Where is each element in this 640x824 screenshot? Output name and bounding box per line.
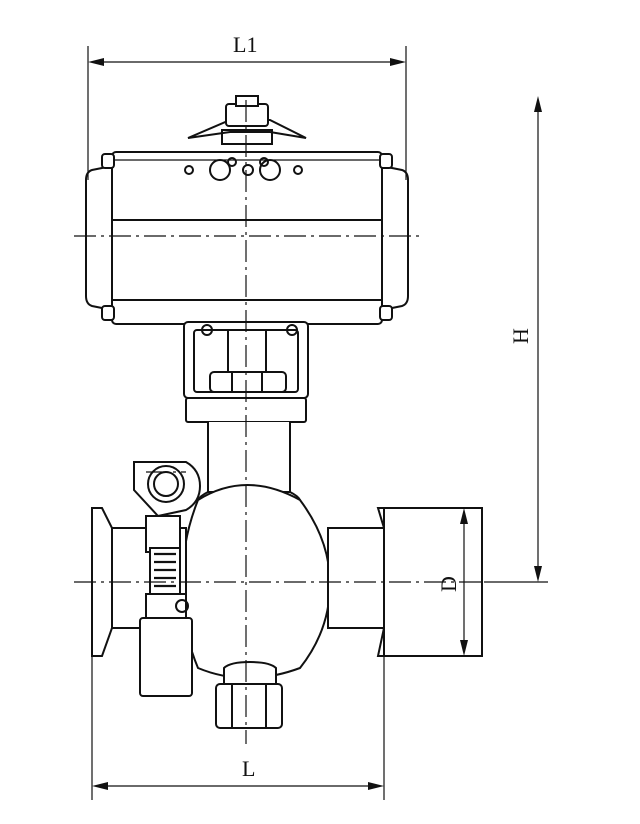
dimension-label-l: L xyxy=(242,756,255,781)
dimension-l: L xyxy=(91,656,385,800)
dimension-h: H xyxy=(484,96,548,583)
dimension-d: D xyxy=(436,507,482,656)
sampling-valve-handle xyxy=(133,461,202,697)
dimension-label-d: D xyxy=(436,576,461,592)
dimension-l1: L1 xyxy=(87,32,407,180)
dimension-label-l1: L1 xyxy=(233,32,257,57)
pneumatic-actuator xyxy=(85,95,409,325)
dimension-label-h: H xyxy=(508,328,533,344)
center-lines xyxy=(74,100,484,744)
